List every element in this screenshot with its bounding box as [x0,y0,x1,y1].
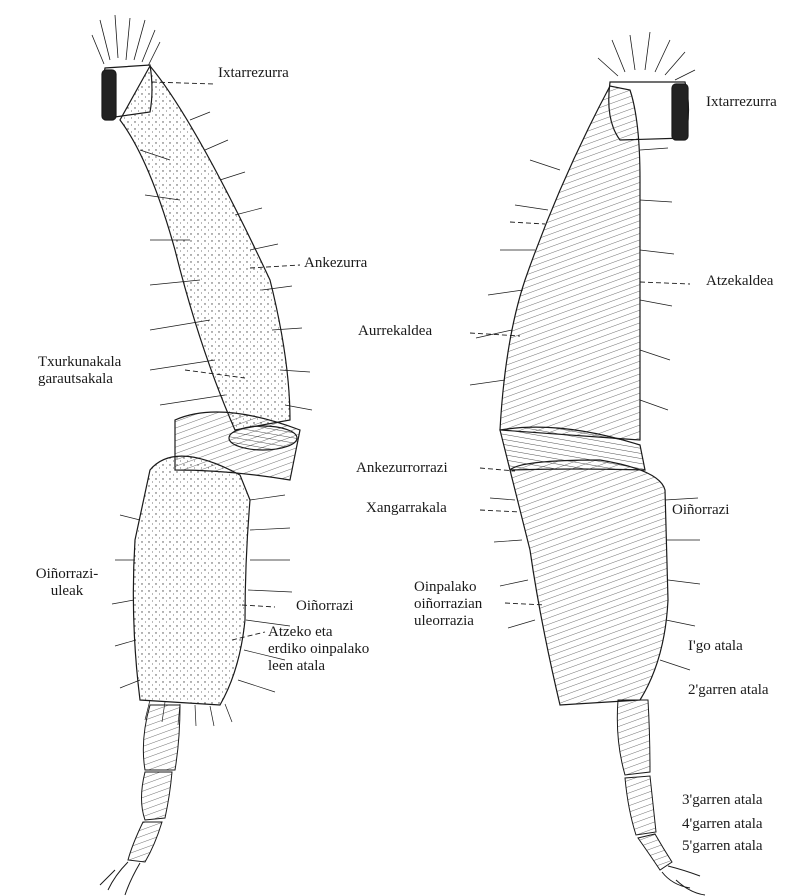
left-ankezurra-shape [120,66,290,430]
label-right-ankezurrorrazi: Ankezurrorrazi [356,460,448,477]
label-right-atala-1: I'go atala [688,638,743,655]
label-right-oinpalako: Oinpalako oiñorrazian uleorrazia [414,579,482,630]
label-right-atala-5: 5'garren atala [682,838,763,855]
label-left-atzeko-eta: Atzeko eta erdiko oinpalako leen atala [268,624,369,675]
left-top-hair-tuft [92,15,160,66]
label-left-atzeko-line2: erdiko oinpalako [268,641,369,658]
label-right-atzekaldea: Atzekaldea [706,273,773,290]
label-left-txurkunakala-line1: Txurkunakala [38,354,121,371]
left-ixtarrezurra-band [102,70,116,120]
label-right-aurrekaldea: Aurrekaldea [358,323,432,340]
label-left-txurkunakala-line2: garautsakala [38,371,121,388]
label-left-oinorrazi-uleak-line1: Oiñorrazi- [22,566,112,583]
label-left-ixtarrezurra: Ixtarrezurra [218,65,289,82]
right-ixtarrezurra-band [672,84,688,140]
right-basitarsus [510,460,668,705]
label-right-oinpalako-line3: uleorrazia [414,613,482,630]
label-right-oinpalako-line2: oiñorrazian [414,596,482,613]
left-basitarsus [133,456,250,705]
leader-right-atzekaldea [640,282,690,284]
label-right-oinorrazi: Oiñorrazi [672,502,729,519]
label-right-atala-3: 3'garren atala [682,792,763,809]
left-leg [92,15,312,895]
right-leg [470,32,705,895]
right-ankezurra-shape [500,86,640,440]
label-right-ixtarrezurra: Ixtarrezurra [706,94,777,111]
label-left-atzeko-line1: Atzeko eta [268,624,369,641]
right-top-hair-tuft [598,32,695,80]
label-left-ankezurra: Ankezurra [304,255,367,272]
label-right-atala-2: 2'garren atala [688,682,769,699]
label-left-oinorrazi-uleak-line2: uleak [22,583,112,600]
leader-left-oinorrazi [242,605,275,607]
label-left-atzeko-line3: leen atala [268,658,369,675]
label-right-xangarrakala: Xangarrakala [366,500,447,517]
left-joint [229,426,297,450]
label-left-oinorrazi-uleak: Oiñorrazi- uleak [22,566,112,600]
leader-right-femur [510,222,545,224]
left-tarsal-segments [100,705,180,895]
label-right-atala-4: 4'garren atala [682,816,763,833]
label-right-oinpalako-line1: Oinpalako [414,579,482,596]
label-left-txurkunakala: Txurkunakala garautsakala [38,354,121,388]
label-left-oinorrazi: Oiñorrazi [296,598,353,615]
leader-right-xangarrakala [480,510,520,512]
